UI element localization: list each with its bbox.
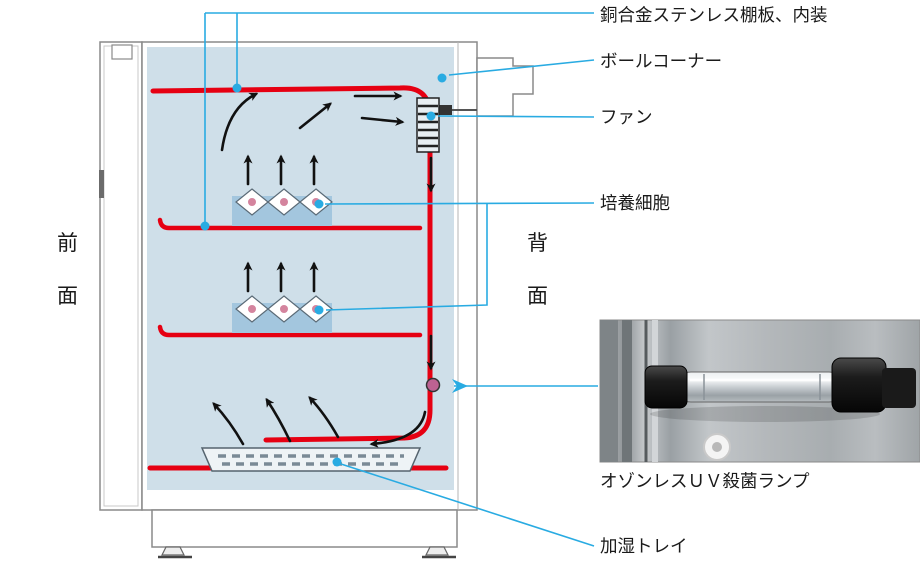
tray-body: [200, 447, 422, 472]
culture-dish-group-2: [232, 295, 333, 333]
leader-dots: [200, 73, 447, 467]
leader-humidifier-tray: [340, 463, 595, 547]
leader-lines: [204, 12, 598, 547]
label-front-face-2: 面: [57, 284, 78, 308]
base-plinth: [151, 509, 458, 548]
airflow-arrow: [369, 410, 427, 448]
airflow-arrow: [220, 92, 259, 152]
dot-shelf: [200, 221, 210, 231]
door-handle: [99, 170, 104, 198]
fan-motor: [439, 105, 452, 115]
airflow-arrow: [265, 397, 292, 443]
dot-fan: [426, 111, 436, 121]
leader-fan: [437, 115, 595, 118]
shelf-2: [157, 324, 423, 338]
uv-lamp-photo: [599, 319, 920, 463]
lamp-shadow: [650, 406, 880, 422]
grommet-hole: [712, 442, 722, 452]
shelf-1: [157, 217, 423, 231]
uv-lamp-cap-right: [831, 357, 887, 413]
leader-cells-2: [325, 203, 488, 311]
leader-ball-corner: [448, 59, 595, 76]
fan-unit: [416, 97, 477, 153]
humidifier-tray: [200, 447, 422, 472]
dot-cells-1: [314, 199, 324, 209]
dot-lining: [232, 83, 242, 93]
door-hinge: [111, 44, 133, 60]
airflow-arrows: [212, 91, 436, 448]
lining-top-and-back-duct: [150, 85, 433, 443]
photo-panel-edge-2: [622, 320, 632, 462]
label-uv-lamp: オゾンレスＵＶ殺菌ランプ: [600, 472, 810, 492]
dot-tray: [332, 457, 342, 467]
airflow-arrow: [360, 116, 405, 126]
label-shelf-lining: 銅合金ステンレス棚板、内装: [600, 6, 828, 26]
label-back-face-1: 背: [527, 231, 548, 255]
label-cultured-cells: 培養細胞: [600, 194, 670, 214]
dot-ball-corner: [437, 73, 447, 83]
label-humidifier-tray: 加湿トレイ: [600, 537, 688, 557]
airflow-arrow: [212, 402, 245, 446]
foot-left: [161, 546, 185, 556]
leveling-feet: [158, 546, 456, 559]
callout-labels: 銅合金ステンレス棚板、内装 ボールコーナー ファン 培養細胞 オゾンレスＵＶ殺菌…: [600, 6, 828, 557]
uv-lamp-glass-tube: [675, 371, 845, 403]
dot-cells-2: [314, 305, 324, 315]
side-labels: 前 面 背 面: [57, 231, 548, 308]
label-front-face-1: 前: [57, 231, 78, 255]
airflow-arrow: [298, 102, 332, 130]
uv-lamp-position-dot: [425, 377, 441, 393]
photo-panel-edge-1: [600, 320, 618, 462]
label-ball-corner: ボールコーナー: [600, 52, 722, 72]
uv-lamp-cap-left: [644, 365, 688, 409]
label-fan: ファン: [600, 108, 653, 128]
label-back-face-2: 面: [527, 284, 548, 308]
uv-lamp-socket-right: [882, 368, 916, 408]
airflow-arrow: [308, 396, 340, 439]
foot-right: [425, 546, 449, 556]
interior-chamber: [147, 47, 454, 490]
leader-cells-1: [324, 202, 595, 205]
front-door: [99, 41, 143, 511]
